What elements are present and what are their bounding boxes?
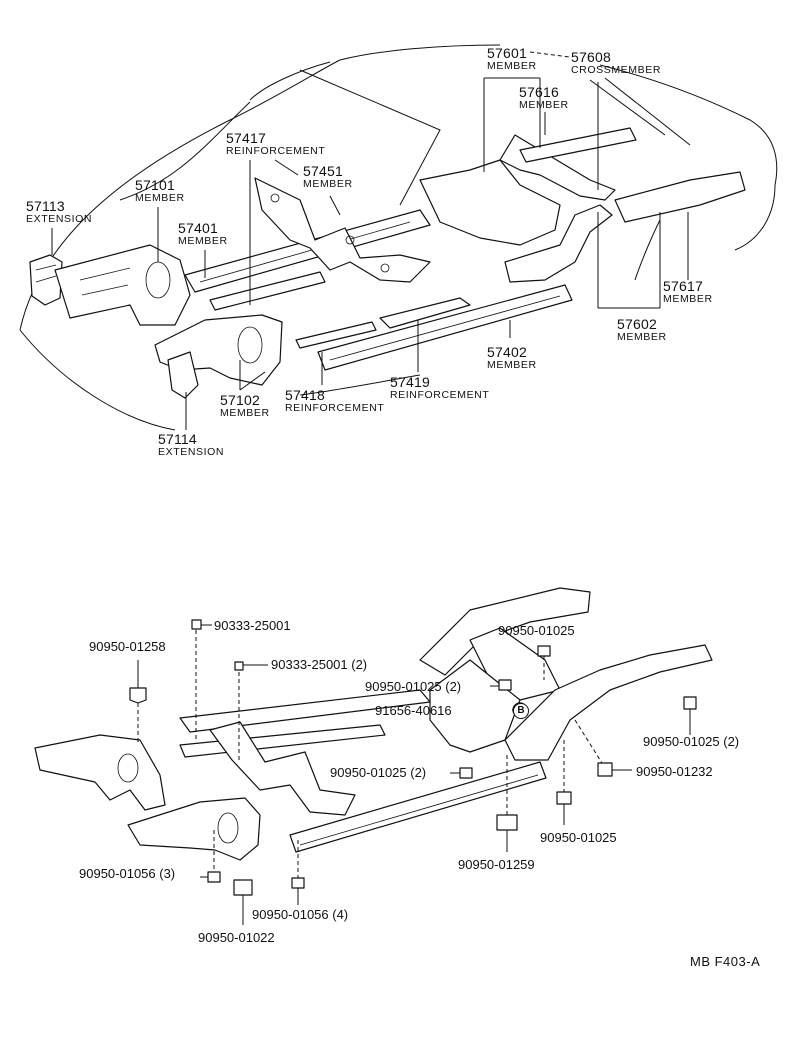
part-description: MEMBER — [135, 192, 185, 204]
figure-code: MB F403-A — [690, 954, 761, 969]
part-number: 57601 — [487, 45, 527, 61]
car-body-outline — [19, 44, 778, 431]
label-57101: 57101 MEMBER — [135, 178, 185, 204]
part-description: MEMBER — [303, 178, 353, 190]
part-description: EXTENSION — [158, 446, 225, 458]
part-description: CROSSMEMBER — [571, 64, 662, 76]
part-number: 57402 — [487, 344, 527, 360]
label-57602: 57602 MEMBER — [617, 317, 667, 343]
part-number: 57417 — [226, 130, 266, 146]
part-number: 57451 — [303, 163, 343, 179]
part-description: EXTENSION — [26, 213, 93, 225]
label-57608: 57608 CROSSMEMBER — [571, 50, 661, 76]
lower-leader-lines — [137, 624, 691, 925]
label-57113: 57113 EXTENSION — [26, 199, 92, 225]
upper-leader-lines — [51, 51, 689, 430]
label-90950-01022: 90950-01022 — [198, 930, 275, 945]
part-number: 57602 — [617, 316, 657, 332]
label-57616: 57616 MEMBER — [519, 85, 569, 111]
part-number: 57419 — [390, 374, 430, 390]
upper-frame-assembly — [29, 127, 746, 399]
label-57617: 57617 MEMBER — [663, 279, 713, 305]
part-description: MEMBER — [663, 293, 713, 305]
part-number: 57616 — [519, 84, 559, 100]
label-90950-01232: 90950-01232 — [636, 764, 713, 779]
label-90950-01056-4: 90950-01056 (4) — [252, 907, 349, 922]
part-description: MEMBER — [178, 235, 228, 247]
label-90333-25001: 90333-25001 — [214, 618, 291, 633]
label-57451: 57451 MEMBER — [303, 164, 353, 190]
lower-fasteners — [129, 619, 697, 896]
label-57419: 57419 REINFORCEMENT — [390, 375, 489, 401]
label-57401: 57401 MEMBER — [178, 221, 228, 247]
label-90333-25001-2: 90333-25001 (2) — [271, 657, 368, 672]
part-number: 57101 — [135, 177, 175, 193]
callout-b-marker: B — [513, 703, 529, 719]
part-number: 57102 — [220, 392, 260, 408]
label-57102: 57102 MEMBER — [220, 393, 270, 419]
label-90950-01025-2-low: 90950-01025 (2) — [330, 765, 427, 780]
part-number: 57617 — [663, 278, 703, 294]
label-90950-01258: 90950-01258 — [89, 639, 166, 654]
part-number: 57114 — [158, 431, 197, 447]
part-description: MEMBER — [487, 359, 537, 371]
label-57114: 57114 EXTENSION — [158, 432, 224, 458]
part-description: MEMBER — [519, 99, 569, 111]
label-90950-01025-2-right: 90950-01025 (2) — [643, 734, 740, 749]
part-number: 57418 — [285, 387, 325, 403]
part-description: REINFORCEMENT — [226, 145, 326, 157]
label-90950-01056-3: 90950-01056 (3) — [79, 866, 176, 881]
part-description: MEMBER — [617, 331, 667, 343]
label-91656-40616: 91656-40616 — [375, 703, 452, 718]
part-number: 57608 — [571, 49, 611, 65]
label-90950-01025-bottom: 90950-01025 — [540, 830, 617, 845]
label-90950-01025-2-mid: 90950-01025 (2) — [365, 679, 462, 694]
part-number: 57113 — [26, 198, 65, 214]
lower-frame-assembly — [34, 587, 713, 861]
part-description: MEMBER — [487, 60, 537, 72]
part-description: REINFORCEMENT — [390, 389, 490, 401]
part-description: REINFORCEMENT — [285, 402, 385, 414]
label-90950-01025-top: 90950-01025 — [498, 623, 575, 638]
label-90950-01259: 90950-01259 — [458, 857, 535, 872]
part-number: 57401 — [178, 220, 218, 236]
label-57417: 57417 REINFORCEMENT — [226, 131, 325, 157]
label-57402: 57402 MEMBER — [487, 345, 537, 371]
label-57418: 57418 REINFORCEMENT — [285, 388, 384, 414]
part-description: MEMBER — [220, 407, 270, 419]
label-57601: 57601 MEMBER — [487, 46, 537, 72]
